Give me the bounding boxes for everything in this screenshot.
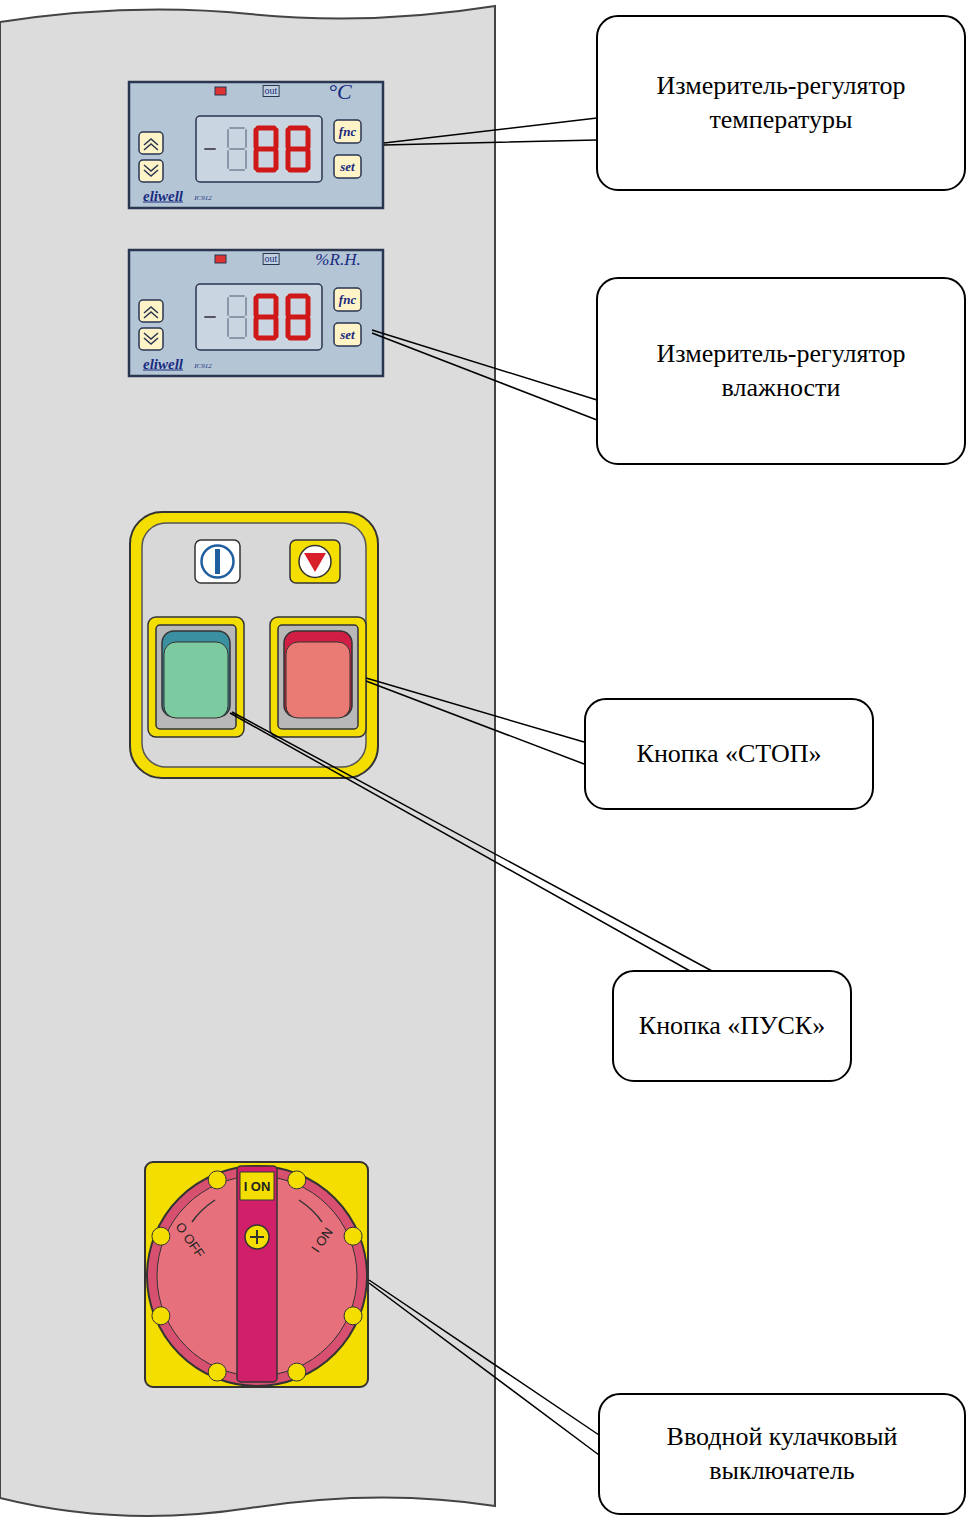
callout-text: Кнопка «СТОП» xyxy=(637,737,822,771)
callout-box: Вводной кулачковый выключатель xyxy=(598,1393,966,1515)
panel-label: IC912 xyxy=(194,363,212,370)
callout-box: Кнопка «ПУСК» xyxy=(612,970,852,1082)
panel-label: IC912 xyxy=(194,195,212,202)
panel-label: eliwell xyxy=(143,357,183,372)
panel-label: set xyxy=(340,160,354,173)
panel-label: out xyxy=(263,85,280,97)
humidity-controller xyxy=(129,250,383,376)
display-digits xyxy=(205,296,308,338)
cam-switch xyxy=(145,1162,368,1387)
panel-label: I ON xyxy=(244,1180,271,1193)
callout-box: Измеритель-регулятор влажности xyxy=(596,277,966,465)
temperature-controller xyxy=(129,82,383,208)
callout-text: Измеритель-регулятор влажности xyxy=(612,337,950,406)
callout-text: Вводной кулачковый выключатель xyxy=(614,1420,950,1489)
panel-label: out xyxy=(263,253,280,265)
panel-label: %R.H. xyxy=(315,251,360,268)
button-box xyxy=(130,512,378,778)
callout-box: Измеритель-регулятор температуры xyxy=(596,15,966,191)
callout-box: Кнопка «СТОП» xyxy=(584,698,874,810)
panel-label: fnc xyxy=(339,293,356,306)
callout-text: Кнопка «ПУСК» xyxy=(639,1009,825,1043)
display-digits xyxy=(205,128,308,170)
panel-label: set xyxy=(340,328,354,341)
callout-text: Измеритель-регулятор температуры xyxy=(612,69,950,138)
panel-label: eliwell xyxy=(143,189,183,204)
panel-strip xyxy=(0,6,495,1516)
panel-label: fnc xyxy=(339,125,356,138)
panel-label: °C xyxy=(328,81,351,103)
